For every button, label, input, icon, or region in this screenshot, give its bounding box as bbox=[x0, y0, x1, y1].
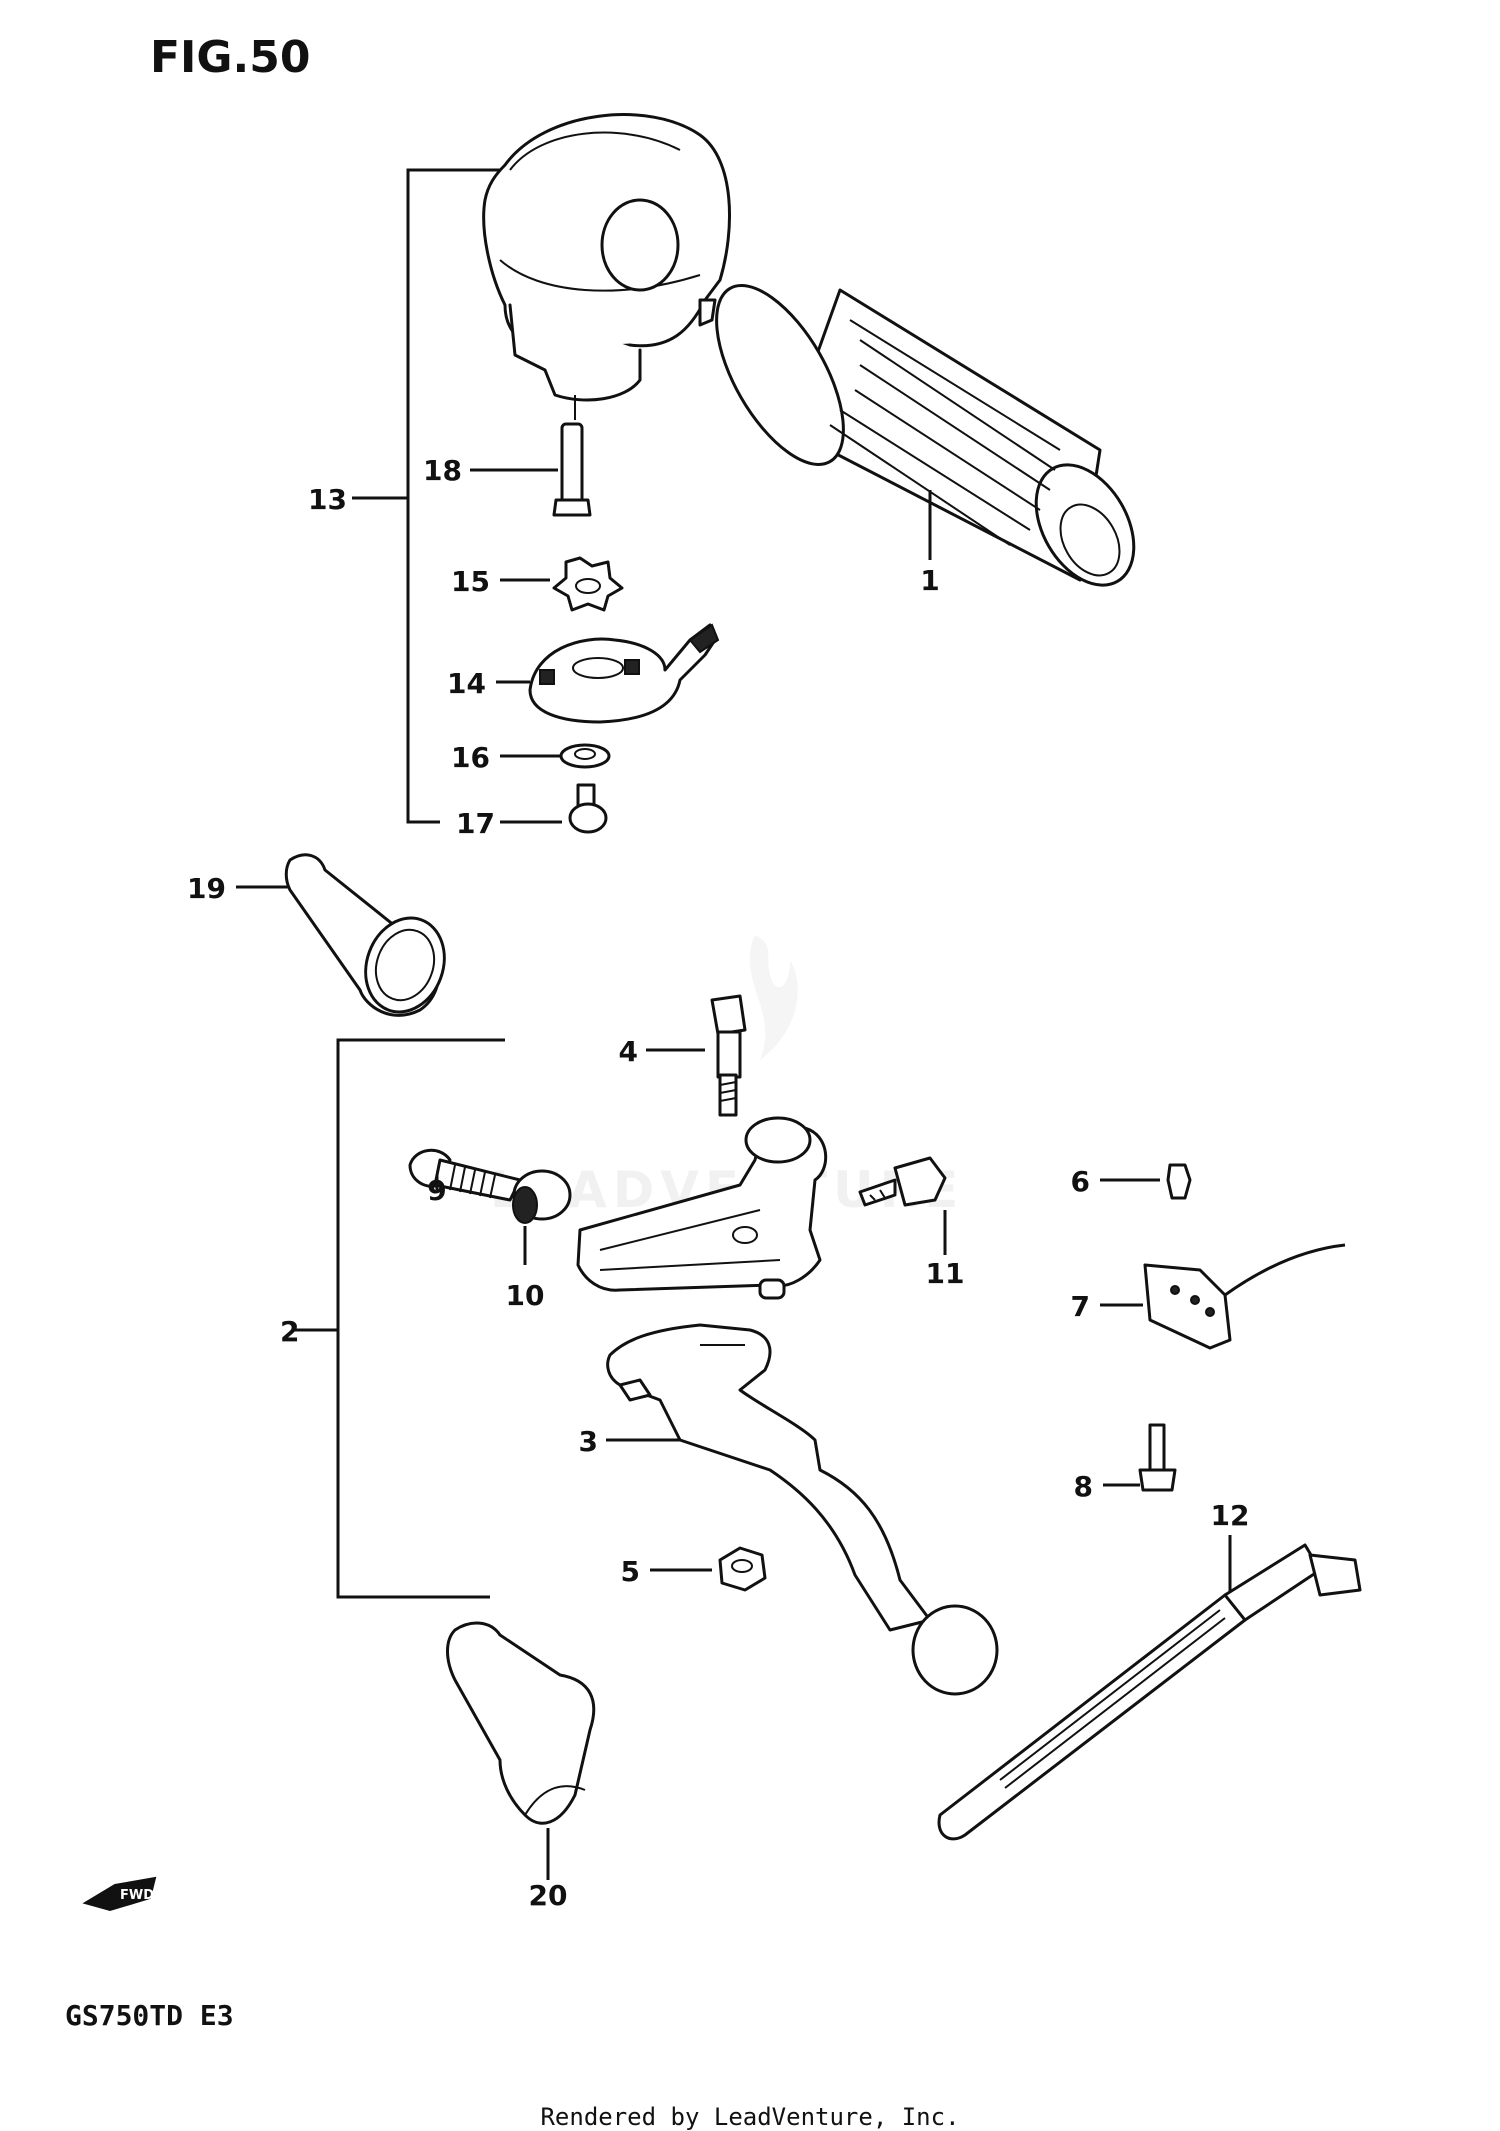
adjuster-bolt-9: 9 bbox=[408, 1149, 522, 1207]
callout-10: 10 bbox=[506, 1279, 545, 1312]
fwd-arrow-icon: FWD bbox=[82, 1876, 157, 1912]
grip-1: 1 bbox=[715, 284, 1136, 597]
lock-washer-15: 15 bbox=[451, 556, 624, 612]
callout-18: 18 bbox=[423, 454, 462, 487]
group-2-bracket: 2 bbox=[280, 1038, 505, 1599]
lever-bracket bbox=[576, 1116, 828, 1300]
callout-13: 13 bbox=[308, 483, 347, 516]
lock-nut-10: 10 bbox=[506, 1169, 572, 1312]
clip-6: 6 bbox=[1071, 1163, 1192, 1200]
screw-17: 17 bbox=[456, 783, 608, 840]
pivot-bolt-4: 4 bbox=[619, 994, 747, 1117]
lever-3: 3 bbox=[579, 1323, 999, 1696]
callout-9: 9 bbox=[427, 1174, 446, 1207]
callout-20: 20 bbox=[529, 1879, 568, 1912]
figure-title: FIG.50 bbox=[150, 32, 311, 83]
callout-12: 12 bbox=[1211, 1499, 1250, 1532]
group-13-bracket: 13 bbox=[308, 168, 505, 824]
callout-11: 11 bbox=[926, 1257, 965, 1290]
model-code: GS750TD E3 bbox=[65, 1999, 234, 2032]
screw-18: 18 bbox=[423, 422, 592, 517]
callout-5: 5 bbox=[621, 1555, 640, 1588]
callout-15: 15 bbox=[451, 565, 490, 598]
callout-4: 4 bbox=[619, 1035, 638, 1068]
callout-1: 1 bbox=[920, 564, 939, 597]
screw-8: 8 bbox=[1074, 1423, 1177, 1503]
nut-5: 5 bbox=[621, 1546, 767, 1592]
footer-credit: Rendered by LeadVenture, Inc. bbox=[540, 2103, 959, 2131]
callout-14: 14 bbox=[447, 667, 486, 700]
switch-7: 7 bbox=[1071, 1243, 1346, 1350]
callout-2: 2 bbox=[280, 1315, 299, 1348]
callout-6: 6 bbox=[1071, 1165, 1090, 1198]
washer-16: 16 bbox=[451, 741, 611, 774]
bolt-11: 11 bbox=[858, 1156, 965, 1290]
callout-8: 8 bbox=[1074, 1470, 1093, 1503]
cover-20: 20 bbox=[446, 1621, 596, 1912]
boot-19: 19 bbox=[187, 853, 446, 1017]
callout-3: 3 bbox=[579, 1425, 598, 1458]
callout-19: 19 bbox=[187, 872, 226, 905]
adjuster-plate-14: 14 bbox=[447, 623, 720, 724]
callout-16: 16 bbox=[451, 741, 490, 774]
callout-17: 17 bbox=[456, 807, 495, 840]
cable-tie-12: 12 bbox=[937, 1499, 1362, 1841]
svg-text:FWD: FWD bbox=[120, 1888, 154, 1903]
callout-7: 7 bbox=[1071, 1290, 1090, 1323]
throttle-housing bbox=[482, 113, 732, 420]
